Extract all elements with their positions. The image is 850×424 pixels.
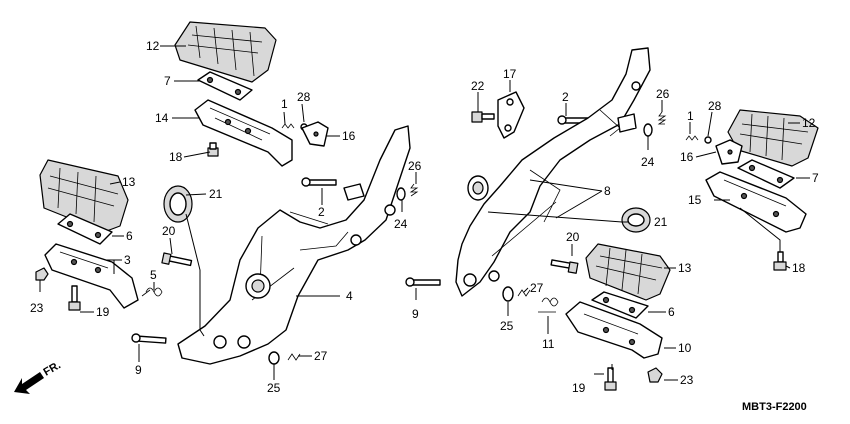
label-28-right: 28 <box>708 99 722 113</box>
left-detent-plate-16 <box>301 121 329 147</box>
left-footpeg-body-3 <box>44 243 139 309</box>
right-pin-9 <box>405 277 441 287</box>
right-footpeg-rubber-front <box>585 243 671 301</box>
label-5-left: 5 <box>150 268 157 282</box>
left-bolt-19 <box>68 285 81 311</box>
label-1-left: 1 <box>281 97 288 111</box>
right-spring-1 <box>685 135 699 141</box>
left-footpeg-body-14 <box>194 99 293 167</box>
label-19-right: 19 <box>572 381 586 395</box>
right-bracket-17 <box>497 91 525 139</box>
right-bolt-19 <box>604 367 617 391</box>
left-footpeg-rubber-front <box>39 159 129 233</box>
left-spring-5 <box>141 287 163 297</box>
label-26-right: 26 <box>656 87 670 101</box>
label-6-right: 6 <box>668 305 675 319</box>
left-footpeg-rubber-rear <box>174 21 277 83</box>
left-pin-2 <box>301 177 337 187</box>
label-20-right: 20 <box>566 230 580 244</box>
left-nut-23 <box>35 267 49 281</box>
right-rubber-stopper-21 <box>621 207 651 233</box>
right-step-bracket-8 <box>455 47 651 297</box>
part-labels: 12 7 14 18 1 28 16 13 21 6 3 20 5 23 19 … <box>30 39 819 413</box>
front-direction-arrow-icon <box>14 372 44 394</box>
label-27-left: 27 <box>314 349 328 363</box>
right-footpeg-body-10 <box>565 301 663 359</box>
label-23-left: 23 <box>30 301 44 315</box>
label-24-right: 24 <box>641 155 655 169</box>
right-detent-plate-16 <box>715 139 743 165</box>
left-peg-plate-6 <box>57 213 113 245</box>
label-13-left: 13 <box>122 175 136 189</box>
label-10-right: 10 <box>678 341 692 355</box>
left-peg-plate-7 <box>197 71 253 101</box>
label-1-right: 1 <box>687 109 694 123</box>
label-28-left: 28 <box>297 90 311 104</box>
right-footpeg-body-15 <box>705 171 807 233</box>
left-bolt-18 <box>207 142 219 157</box>
label-16-left: 16 <box>342 129 356 143</box>
right-bolt-20 <box>550 259 579 274</box>
label-9-right: 9 <box>412 307 419 321</box>
left-washer-24 <box>396 187 406 201</box>
label-2-left: 2 <box>318 205 325 219</box>
label-7-left: 7 <box>164 74 171 88</box>
right-footpeg-rubber-rear <box>727 109 819 167</box>
label-8-right: 8 <box>604 184 611 198</box>
label-11-right: 11 <box>542 337 555 351</box>
diagram-code: MBT3-F2200 <box>742 401 807 413</box>
right-washer-24 <box>643 123 653 137</box>
label-25-right: 25 <box>500 319 514 333</box>
label-9-left: 9 <box>135 363 142 377</box>
label-27-right: 27 <box>530 281 544 295</box>
label-18-right: 18 <box>792 261 806 275</box>
label-18-left: 18 <box>169 150 183 164</box>
front-direction-label: FR. <box>42 359 63 378</box>
right-peg-plate-7 <box>737 159 795 189</box>
left-cotter-pin-26 <box>409 183 419 197</box>
right-cotter-pin-27 <box>517 289 531 297</box>
left-spring-1 <box>281 123 295 129</box>
left-bolt-20 <box>161 252 193 267</box>
label-12-left: 12 <box>146 39 160 53</box>
label-7-right: 7 <box>812 171 819 185</box>
right-cotter-pin-26 <box>657 111 667 125</box>
right-nut-23 <box>647 367 663 383</box>
left-rubber-stopper-21 <box>163 185 193 223</box>
label-26-left: 26 <box>408 159 422 173</box>
label-21-left: 21 <box>209 187 223 201</box>
label-21-right: 21 <box>654 215 668 229</box>
right-bolt-22 <box>471 111 495 123</box>
label-4-left: 4 <box>346 289 353 303</box>
right-ball-28 <box>704 136 712 144</box>
label-12-right: 12 <box>802 116 816 130</box>
right-spring-11 <box>538 297 559 313</box>
left-step-bracket-4 <box>177 125 411 365</box>
right-washer-25 <box>502 286 514 302</box>
label-16-right: 16 <box>680 150 694 164</box>
label-17-right: 17 <box>503 67 517 81</box>
label-13-right: 13 <box>678 261 692 275</box>
label-22-right: 22 <box>471 79 485 93</box>
label-24-left: 24 <box>394 217 408 231</box>
leader-lines <box>39 45 810 381</box>
label-20-left: 20 <box>162 224 176 238</box>
left-cotter-pin-27 <box>287 353 301 361</box>
label-2-right: 2 <box>562 90 569 104</box>
label-23-right: 23 <box>680 373 694 387</box>
label-25-left: 25 <box>267 381 281 395</box>
right-bolt-18 <box>773 251 787 271</box>
label-15-right: 15 <box>688 193 702 207</box>
left-pin-9 <box>131 333 167 344</box>
label-6-left: 6 <box>126 229 133 243</box>
label-14-left: 14 <box>155 111 169 125</box>
label-19-left: 19 <box>96 305 110 319</box>
label-3-left: 3 <box>124 253 131 267</box>
left-washer-25 <box>268 351 280 365</box>
right-peg-plate-6 <box>591 291 649 319</box>
